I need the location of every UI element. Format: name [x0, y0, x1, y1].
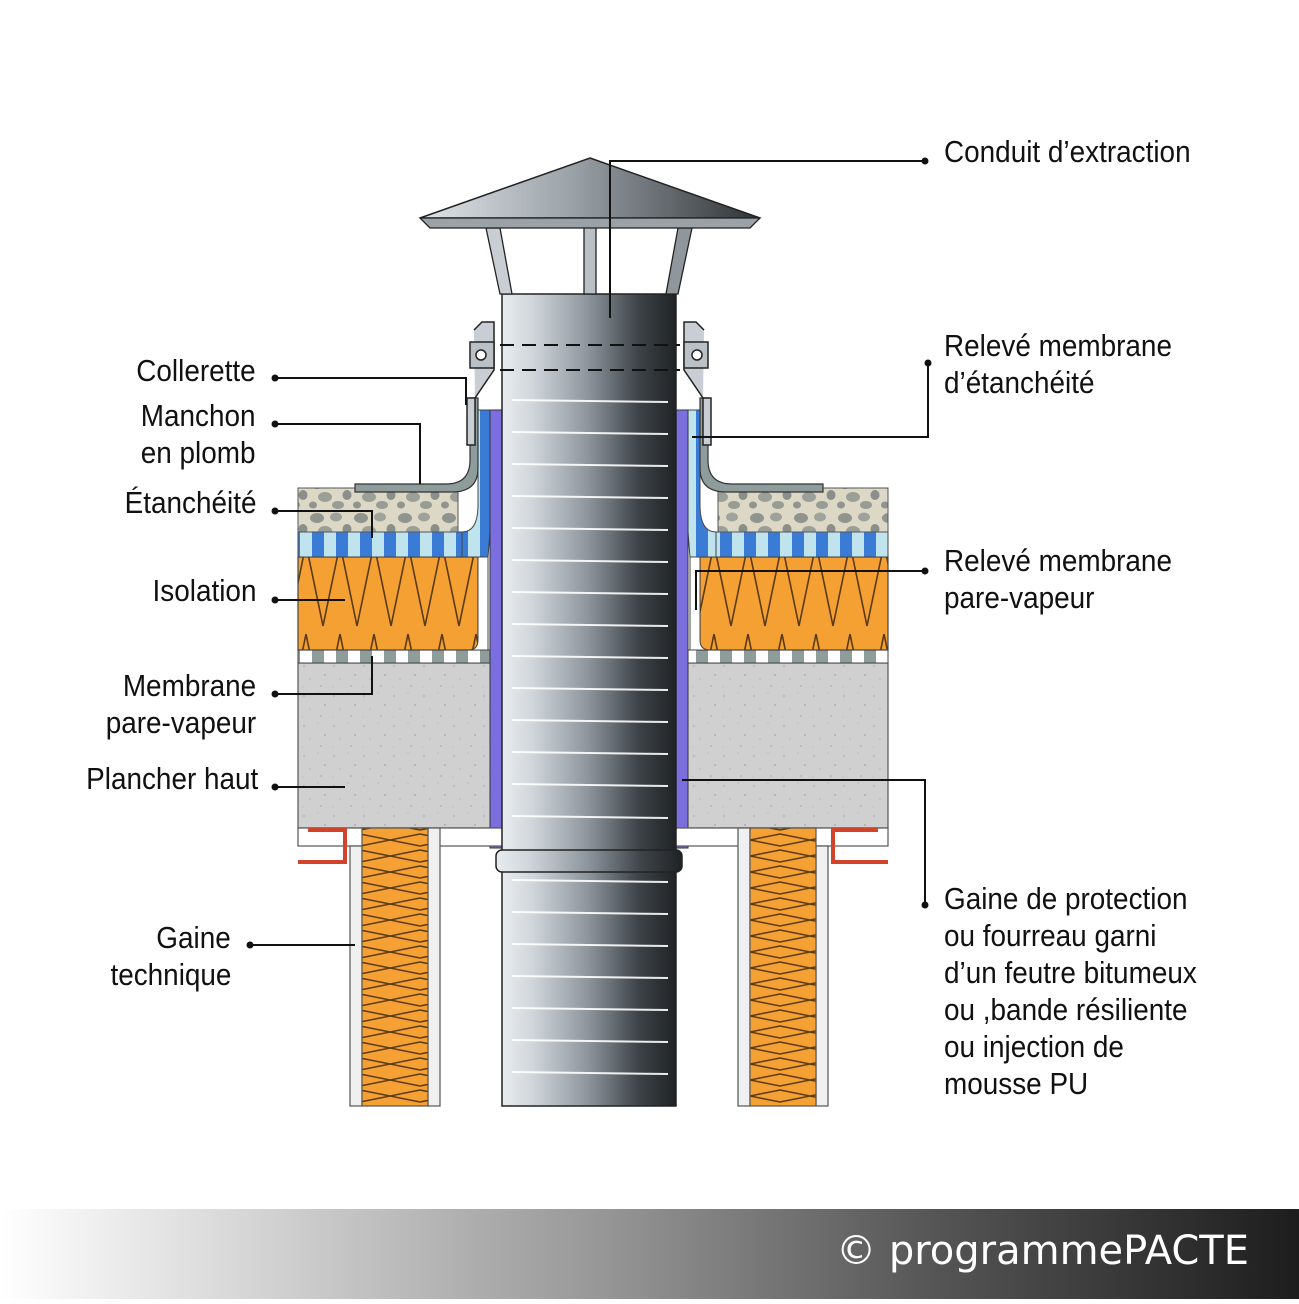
label-gaine-line2: technique [109, 957, 231, 992]
label-gaine-prot-line1: Gaine de protection [944, 881, 1188, 916]
label-releve-pv-line1: Relevé membrane [944, 543, 1172, 578]
waterproofing-left-shape [297, 531, 489, 558]
pipe-seam [511, 591, 669, 595]
label-collerette: Collerette [136, 353, 256, 388]
leader-manchon [275, 423, 421, 484]
pipe-seam [511, 911, 669, 915]
label-gaine-prot-line3: d’un feutre bitumeux [944, 955, 1197, 990]
pipe-seam [511, 815, 669, 819]
pipe-seam [511, 399, 669, 403]
cap-leg-left [485, 227, 513, 295]
label-manchon-line2: en plomb [141, 435, 256, 470]
cap-stem [583, 223, 597, 295]
pipe-seam [511, 463, 669, 467]
protective-sleeve-left-shape [489, 409, 503, 849]
upstand-right-shape [687, 409, 717, 558]
label-releve-etanch-line1: Relevé membrane [944, 328, 1172, 363]
pipe-seam [511, 1071, 669, 1075]
pipe-seam [511, 559, 669, 563]
pipe-seam [511, 495, 669, 499]
label-gaine-prot-line6: mousse PU [944, 1066, 1089, 1101]
leader-collerette [275, 377, 467, 405]
protective-sleeve-right-shape [675, 409, 689, 849]
collar-right-bolt [691, 349, 703, 361]
pipe-seam [511, 943, 669, 947]
pipe-seam [511, 527, 669, 531]
pipe-seam [511, 655, 669, 659]
pipe-seam [511, 783, 669, 787]
shaft-wall-right-b [815, 845, 829, 1107]
leader-lines [250, 160, 929, 946]
gravel-right-shape [717, 487, 889, 533]
pipe-seam [511, 431, 669, 435]
pipe-seam [511, 719, 669, 723]
shaft-wall-right-a [737, 827, 751, 1107]
label-gaine-prot-line4: ou ,bande résiliente [944, 992, 1188, 1027]
footer-bar [0, 1209, 1299, 1299]
label-manchon-line1: Manchon [141, 398, 256, 433]
leader-dots [246, 157, 932, 949]
shaft-insulation-right [749, 827, 817, 1107]
copyright-text: © programmePACTE [836, 1228, 1249, 1274]
pipe-coupling-shape [495, 849, 683, 873]
pipe-seam [511, 975, 669, 979]
flashing-right [831, 828, 888, 864]
leader-conduit [609, 160, 925, 318]
leader-etancheite [275, 510, 373, 538]
leader-gaine-protection [682, 779, 926, 905]
shaft-insulation-left [361, 827, 429, 1107]
insulation-left-shape [297, 556, 479, 651]
label-membrane-line2: pare-vapeur [105, 705, 256, 740]
label-gaine-prot-line2: ou fourreau garni [944, 918, 1157, 953]
pipe-seam [511, 879, 669, 883]
rain-cap-rim [418, 217, 762, 229]
label-gaine-prot-line5: ou injection de [944, 1029, 1124, 1064]
pipe-seam [511, 751, 669, 755]
lead-sleeve-left-shape [354, 397, 479, 493]
leader-releve-pv [695, 570, 925, 610]
shaft-wall-left-b [427, 827, 441, 1107]
label-conduit: Conduit d’extraction [944, 134, 1191, 169]
pipe-seam [511, 1007, 669, 1011]
flashing-left [298, 828, 347, 864]
label-gaine-line1: Gaine [156, 920, 231, 955]
lead-sleeve-right-shape [699, 397, 824, 493]
pipe-seam [511, 623, 669, 627]
label-releve-etanch-line2: d’étanchéité [944, 365, 1095, 400]
label-isolation: Isolation [152, 573, 256, 608]
label-plancher: Plancher haut [85, 761, 258, 796]
cap-leg-right [665, 227, 693, 295]
duct-pipe-shape [501, 293, 677, 1107]
pipe-seam [511, 687, 669, 691]
rain-cap-shape [419, 157, 761, 219]
label-releve-pv-line2: pare-vapeur [944, 580, 1095, 615]
pipe-seam [511, 1039, 669, 1043]
pv-upstand-left-shape [467, 556, 489, 651]
upstand-left-shape [461, 409, 491, 558]
label-etancheite: Étanchéité [124, 485, 256, 520]
leader-releve-etancheite [692, 363, 929, 438]
waterproofing-right-shape [689, 531, 889, 558]
collar-left-bolt [475, 349, 487, 361]
label-membrane-line1: Membrane [122, 668, 256, 703]
shaft-wall-left-a [349, 845, 363, 1107]
leader-membrane [275, 656, 373, 695]
